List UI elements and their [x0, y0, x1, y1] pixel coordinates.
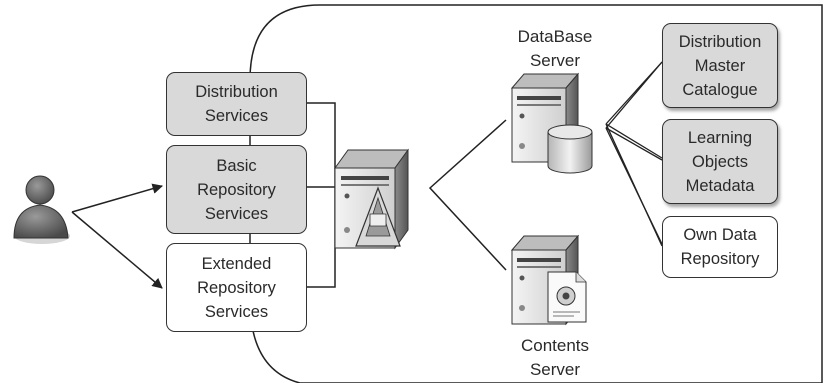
user-to-basic-arrow	[71, 183, 164, 213]
database-server-label: DataBase Server	[517, 27, 593, 70]
own-data-repository-box: Own Data Repository	[662, 216, 778, 278]
contents-server-icon	[510, 234, 587, 326]
extended-repository-services-box: Extended Repository Services	[166, 243, 307, 332]
learning-objects-metadata-label: Learning Objects Metadata	[685, 128, 755, 195]
distribution-master-catalogue-label: Distribution Master Catalogue	[678, 32, 762, 99]
distribution-master-catalogue-box: Distribution Master Catalogue	[662, 23, 778, 108]
learning-objects-metadata-box: Learning Objects Metadata	[662, 119, 778, 204]
distribution-services-box: Distribution Services	[166, 72, 307, 136]
own-data-repository-label: Own Data Repository	[680, 226, 760, 268]
basic-repository-services-box: Basic Repository Services	[166, 145, 307, 234]
db-to-stores-connectors	[605, 61, 663, 247]
distribution-services-label: Distribution Services	[195, 83, 278, 125]
service-connectors	[307, 102, 336, 288]
user-to-extended-arrow	[71, 211, 163, 289]
application-server-icon	[334, 148, 409, 250]
database-server-icon	[510, 72, 593, 174]
contents-server-label: Contents Server	[520, 336, 590, 379]
basic-repository-services-label: Basic Repository Services	[197, 156, 276, 223]
extended-repository-services-label: Extended Repository Services	[197, 254, 276, 321]
app-to-servers-connector	[428, 119, 507, 271]
user-icon	[13, 175, 70, 244]
